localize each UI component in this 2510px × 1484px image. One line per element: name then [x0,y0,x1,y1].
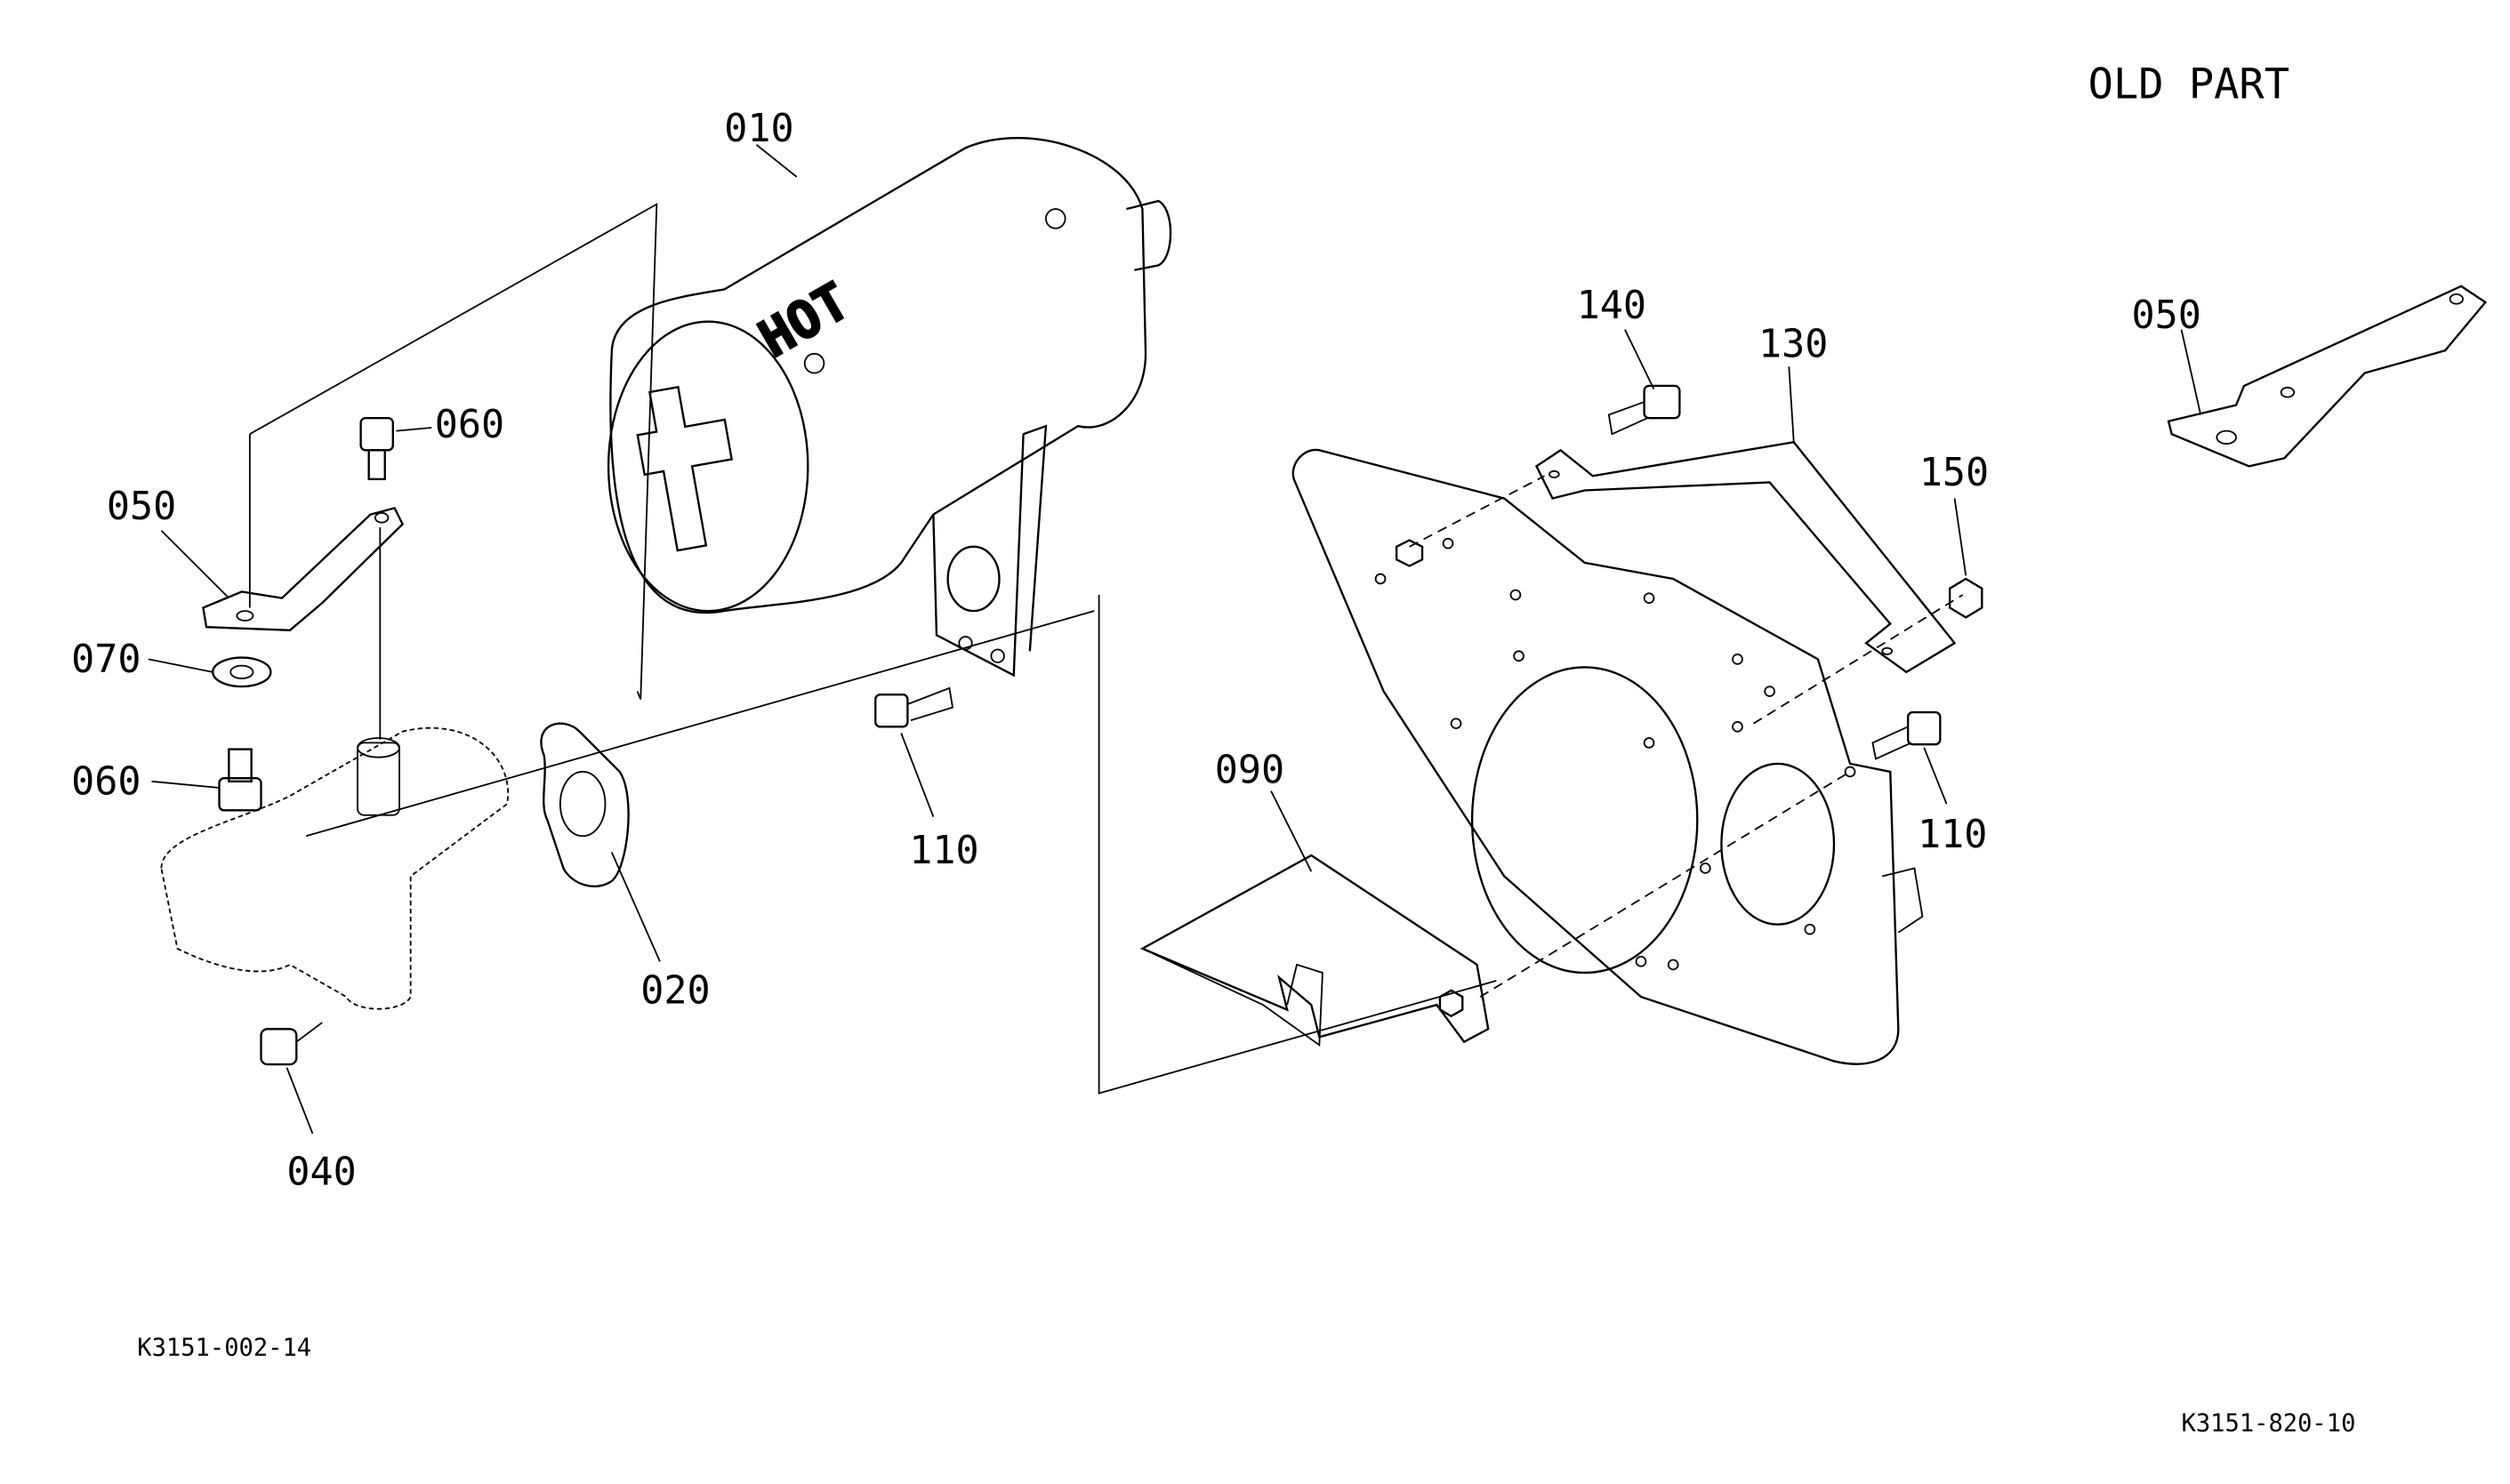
bolt-110-left [874,686,954,728]
muffler-010: HOT [607,137,1172,678]
part-label-150: 150 [1919,451,1989,495]
part-label-110-right: 110 [1918,813,1987,857]
part-label-010: 010 [724,107,793,151]
part-label-020: 020 [640,968,710,1013]
bracket-050 [202,507,405,632]
part-label-060-top: 060 [435,403,504,447]
bracket-090 [1139,854,1490,1047]
assembly-outline [249,203,658,700]
engine-plate [1291,448,1924,1065]
leader-010 [755,144,798,178]
part-label-060-bottom: 060 [71,759,141,804]
drawing-code-left: K3151-002-14 [137,1334,311,1361]
part-label-070: 070 [71,638,141,682]
part-label-140: 140 [1577,284,1646,328]
gasket-020 [540,722,630,887]
old-part-title: OLD PART [2088,60,2289,108]
bolt-040 [260,1022,323,1066]
stay-130 [1534,440,1957,674]
bolt-110-right [1871,710,1942,760]
part-label-050: 050 [107,485,176,529]
old-part-bracket-050 [2167,285,2488,468]
nut-150 [1948,577,1983,619]
exhaust-manifold [160,726,510,1010]
bolt-140 [1607,384,1681,436]
bolt-060-top [359,416,394,481]
part-label-130: 130 [1758,322,1828,366]
part-label-090: 090 [1215,749,1284,793]
part-label-110-left: 110 [909,829,978,873]
part-label-040: 040 [286,1151,356,1195]
bolt-060-bottom [218,748,262,812]
washer-070 [212,656,272,688]
hot-marking: HOT [749,270,860,369]
old-part-label-050: 050 [2131,293,2200,338]
drawing-code-right: K3151-820-10 [2182,1409,2356,1437]
